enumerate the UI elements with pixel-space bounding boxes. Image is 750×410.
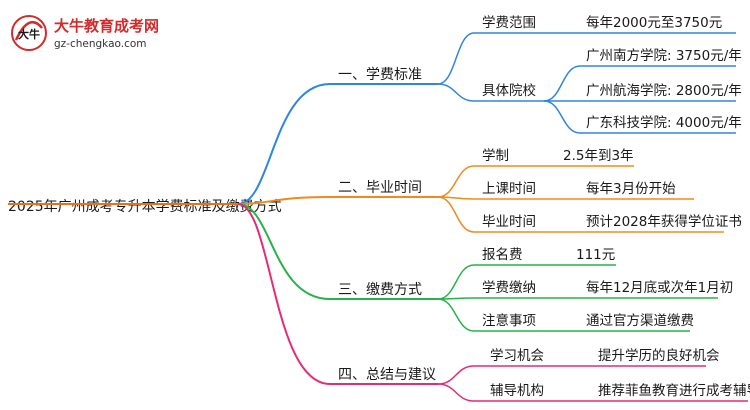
connector-b1-c2-v3 xyxy=(543,100,581,134)
connector-b1-c1 xyxy=(437,32,475,85)
b3-c2-label: 学费缴纳 xyxy=(482,280,536,296)
connector-b1-c2 xyxy=(437,83,475,102)
branch-3-label: 三、缴费方式 xyxy=(338,282,422,298)
b3-c2-value: 每年12月底或次年1月初 xyxy=(586,279,733,296)
connector-b1-c2-v1 xyxy=(543,65,581,102)
connector-branch-2 xyxy=(237,196,331,205)
b1-c2-value-1: 广州南方学院: 3750元/年 xyxy=(586,48,742,64)
connector-branch-1 xyxy=(237,83,331,205)
b2-c2-label: 上课时间 xyxy=(482,181,536,197)
connector-b3-c3 xyxy=(437,298,475,332)
connector-b4-c2 xyxy=(437,383,475,402)
b2-c1-label: 学制 xyxy=(482,148,509,164)
branch-1-label: 一、学费标准 xyxy=(338,67,422,83)
logo-swoosh-icon xyxy=(14,20,43,41)
logo: 大牛 大牛教育成考网 gz-chengkao.com xyxy=(11,15,159,51)
branch-2-label: 二、毕业时间 xyxy=(338,180,422,196)
b2-c3-value: 预计2028年获得学位证书 xyxy=(586,213,742,230)
b3-c3-value: 通过官方渠道缴费 xyxy=(586,313,694,329)
b1-c2-value-2: 广州航海学院: 2800元/年 xyxy=(586,83,742,99)
b3-c1-label: 报名费 xyxy=(482,247,523,263)
b4-c1-label: 学习机会 xyxy=(490,348,544,364)
connector-b4-c1 xyxy=(437,365,475,385)
b3-c1-value: 111元 xyxy=(576,247,615,263)
branch-4-label: 四、总结与建议 xyxy=(338,367,436,383)
b3-c3-label: 注意事项 xyxy=(482,312,536,329)
b2-c1-value: 2.5年到3年 xyxy=(563,148,634,164)
b1-c2-value-3: 广东科技学院: 4000元/年 xyxy=(586,115,742,131)
b4-c2-value: 推荐菲鱼教育进行成考辅导 xyxy=(598,382,750,399)
connector-b3-c1 xyxy=(437,264,475,300)
connector-branch-4 xyxy=(237,203,331,385)
b2-c2-value: 每年3月份开始 xyxy=(586,181,676,197)
connector-b2-c1 xyxy=(437,165,475,198)
logo-url: gz-chengkao.com xyxy=(54,38,147,50)
root-topic: 2025年广州成考专升本学费标准及缴费方式 xyxy=(8,199,282,215)
b1-c1-label: 学费范围 xyxy=(482,15,536,31)
b1-c2-label: 具体院校 xyxy=(482,82,536,99)
b4-c2-label: 辅导机构 xyxy=(490,383,544,399)
connector-branch-3 xyxy=(237,203,331,300)
logo-mark-text: 大牛 xyxy=(18,27,40,41)
logo-title: 大牛教育成考网 xyxy=(54,17,159,35)
b4-c1-value: 提升学历的良好机会 xyxy=(598,348,720,364)
connector-b2-c3 xyxy=(437,196,475,233)
b2-c3-label: 毕业时间 xyxy=(482,214,536,230)
b1-c1-value: 每年2000元至3750元 xyxy=(586,15,722,31)
